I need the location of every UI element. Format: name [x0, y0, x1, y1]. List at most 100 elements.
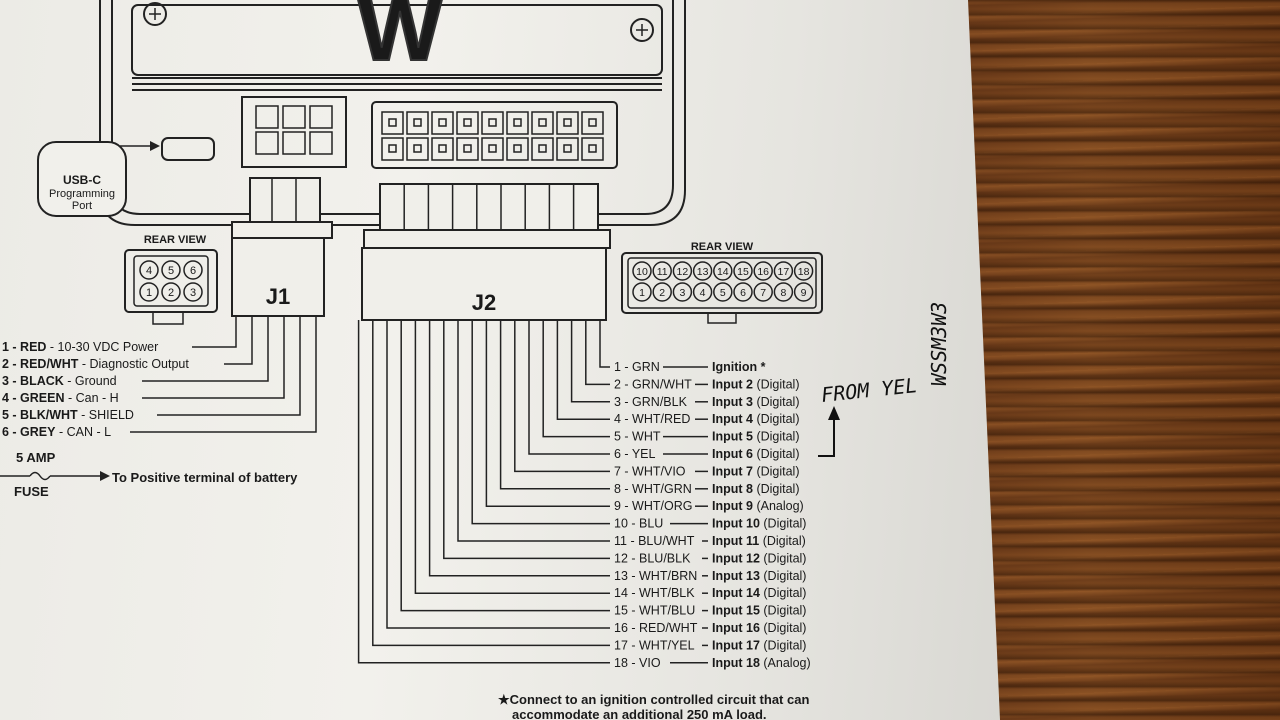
j2-wire-color: 6 - YEL	[614, 447, 656, 461]
j2-header-pin	[488, 144, 497, 153]
j2-wire-color: 14 - WHT/BLK	[614, 586, 695, 600]
j1-rear-pin	[161, 282, 181, 302]
j2-header-cell	[531, 137, 554, 161]
j2-wire-color: 5 - WHT	[614, 430, 661, 444]
j2-rear-pin-label: 10	[636, 266, 648, 278]
j2-rear-pin-label: 3	[679, 287, 685, 299]
j2-rear-pin	[793, 282, 814, 302]
j1-rear-pin-label: 2	[168, 287, 174, 299]
j2-header-pin	[438, 118, 447, 127]
j2-rear-pin	[793, 261, 814, 281]
j2-plug-latch	[379, 183, 599, 231]
j2-wire-color: 12 - BLU/BLK	[614, 551, 691, 565]
j1-wire-label: 6 - GREY - CAN - L	[2, 425, 111, 439]
j2-rear-pin	[753, 261, 773, 281]
j2-rear-view-title: REAR VIEW	[691, 241, 754, 253]
j2-wire-color: 2 - GRN/WHT	[614, 377, 692, 391]
j2-header-pin	[413, 118, 422, 127]
j2-rear-pin	[692, 282, 713, 302]
j2-rear-pin	[773, 261, 794, 281]
j2-rear-pin-label: 5	[720, 287, 726, 299]
j2-rear-pin-label: 9	[801, 287, 807, 299]
usb-port-icon	[161, 137, 215, 161]
j1-rear-pin-label: 5	[168, 265, 174, 277]
j2-rear-pin-label: 8	[780, 287, 786, 299]
j2-wire	[542, 320, 610, 438]
j1-rear-pin-label: 3	[190, 287, 196, 299]
j2-wire	[499, 320, 610, 490]
mount-screw-right-icon	[630, 18, 654, 42]
j2-header-cell	[581, 137, 604, 161]
handwritten-side-note: WSSM3W3	[927, 302, 951, 386]
j2-rear-pin	[692, 261, 713, 281]
j1-wire-label: 4 - GREEN - Can - H	[2, 391, 119, 405]
j2-wire-function: Input 12 (Digital)	[712, 551, 806, 565]
j2-header-cell	[531, 111, 554, 135]
j2-header-pin	[388, 144, 397, 153]
j1-header-cell	[255, 131, 279, 155]
j2-rear-pin	[632, 282, 652, 302]
j2-plug-body	[361, 247, 607, 321]
j2-wire	[428, 320, 610, 577]
footnote-line1: ★Connect to an ignition controlled circu…	[498, 692, 809, 707]
j2-wire-function: Input 13 (Digital)	[712, 569, 806, 583]
j2-wire	[514, 320, 610, 473]
module-top-panel	[131, 4, 663, 76]
j2-wire-function: Input 9 (Analog)	[712, 499, 804, 513]
j2-header-pin	[463, 144, 472, 153]
j2-board-header	[371, 101, 618, 169]
j1-rear-pin	[139, 260, 159, 280]
fuse-note: To Positive terminal of battery	[112, 470, 298, 485]
usb-callout-box	[37, 141, 127, 217]
j2-rear-pin	[713, 261, 733, 281]
j2-rear-pin-label: 2	[659, 287, 665, 299]
j2-wire-function: Input 15 (Digital)	[712, 604, 806, 618]
j2-wire-function: Input 16 (Digital)	[712, 621, 806, 635]
j2-rear-pin	[713, 282, 733, 302]
j2-wire	[457, 320, 610, 542]
j2-header-pin	[588, 144, 597, 153]
footnote-line2: accommodate an additional 250 mA load.	[512, 707, 767, 720]
j2-wire-color: 15 - WHT/BLU	[614, 604, 695, 618]
j2-wire-function: Input 18 (Analog)	[712, 656, 811, 670]
j2-rear-pin	[652, 261, 672, 281]
j2-label: J2	[472, 290, 496, 315]
j1-wire	[142, 316, 285, 399]
j2-header-cell	[556, 111, 579, 135]
j2-header-cell	[481, 137, 504, 161]
j2-header-cell	[581, 111, 604, 135]
j2-wire	[414, 320, 610, 594]
fuse-rating: 5 AMP	[16, 450, 56, 465]
j2-header-pin	[538, 144, 547, 153]
j1-wire	[157, 316, 301, 416]
j2-rear-pin	[753, 282, 773, 302]
j2-wire-function: Input 7 (Digital)	[712, 464, 800, 478]
j2-header-cell	[381, 137, 404, 161]
j1-rear-pin	[183, 282, 203, 302]
j1-rear-pin	[183, 260, 203, 280]
j2-header-pin	[563, 118, 572, 127]
j2-wire-color: 7 - WHT/VIO	[614, 464, 686, 478]
j1-label: J1	[266, 284, 290, 309]
j2-header-cell	[481, 111, 504, 135]
mount-screw-left-icon	[143, 2, 167, 26]
usb-label: USB-C	[63, 173, 101, 187]
j2-wire-function: Input 2 (Digital)	[712, 377, 800, 391]
j2-wire-function: Ignition *	[712, 360, 766, 374]
j2-header-cell	[431, 111, 454, 135]
j2-wire	[570, 320, 610, 403]
j2-header-cell	[381, 111, 404, 135]
j1-wire	[142, 316, 269, 382]
j1-header-cell	[282, 105, 306, 129]
j2-wire	[599, 320, 610, 368]
j1-header-cell	[309, 131, 333, 155]
j2-wire	[443, 320, 610, 560]
j2-rear-pin-label: 14	[717, 266, 729, 278]
j1-rear-view-title: REAR VIEW	[144, 234, 207, 246]
j2-header-cell	[456, 137, 479, 161]
j2-wire	[528, 320, 610, 455]
j2-wire	[372, 320, 610, 647]
j2-header-pin	[438, 144, 447, 153]
j1-rear-pin-label: 6	[190, 265, 196, 277]
